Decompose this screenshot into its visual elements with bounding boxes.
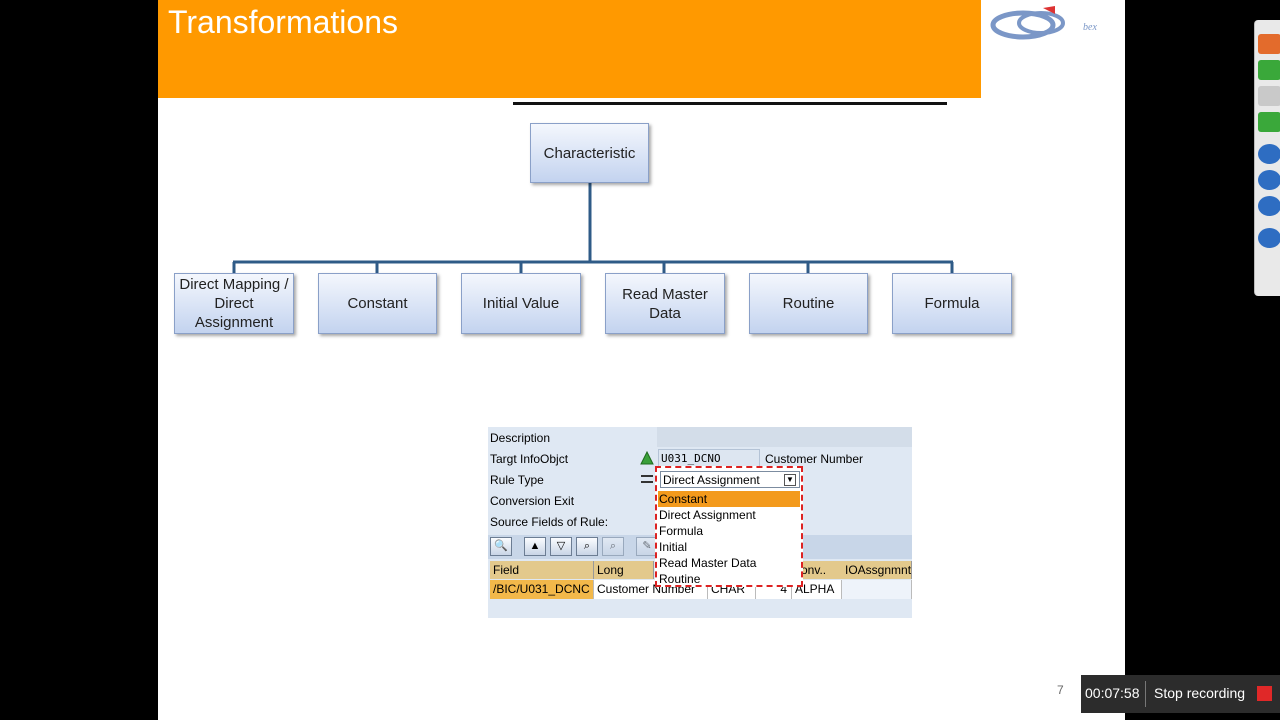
cell-conversion[interactable]: ALPHA bbox=[792, 580, 842, 599]
chevron-down-icon[interactable]: ▼ bbox=[784, 474, 796, 486]
page-number: 7 bbox=[1057, 683, 1064, 697]
rule-type-label: Rule Type bbox=[490, 473, 544, 487]
cursor-icon[interactable] bbox=[1258, 170, 1280, 190]
target-infoobject-label: Targt InfoObjct bbox=[490, 452, 569, 466]
child-direct-mapping: Direct Mapping / Direct Assignment bbox=[174, 273, 294, 334]
column-header-long-desc[interactable]: Long Desc bbox=[594, 561, 654, 595]
stop-icon[interactable] bbox=[1257, 686, 1272, 701]
root-characteristic-box: Characteristic bbox=[530, 123, 649, 183]
column-header-field[interactable]: Field bbox=[490, 561, 594, 579]
company-logo: bex bbox=[990, 6, 1097, 40]
sort-icon[interactable]: ▲ bbox=[524, 537, 546, 556]
cell-field[interactable]: /BIC/U031_DCNC bbox=[490, 580, 594, 599]
back-arrow-icon[interactable] bbox=[1258, 34, 1280, 54]
dropdown-option-formula[interactable]: Formula bbox=[659, 524, 704, 538]
child-initial-value: Initial Value bbox=[461, 273, 581, 334]
child-routine: Routine bbox=[749, 273, 868, 334]
tree-connectors bbox=[232, 182, 954, 273]
svg-text:bex: bex bbox=[1083, 22, 1097, 33]
child-formula: Formula bbox=[892, 273, 1012, 334]
rule-type-select[interactable]: Direct Assignment ▼ bbox=[660, 471, 800, 488]
description-label: Description bbox=[490, 431, 551, 445]
camera-icon[interactable] bbox=[1258, 86, 1280, 106]
dropdown-option-constant[interactable]: Constant bbox=[658, 491, 800, 507]
recording-divider bbox=[1145, 681, 1146, 707]
equals-icon bbox=[641, 475, 653, 483]
column-header-conv[interactable]: onv.. bbox=[798, 561, 848, 579]
stop-recording-button[interactable]: Stop recording bbox=[1154, 685, 1246, 701]
details-icon[interactable]: 🔍 bbox=[490, 537, 512, 556]
target-infoobject-text: Customer Number bbox=[765, 452, 864, 466]
rule-type-selected: Direct Assignment bbox=[663, 473, 760, 487]
recording-timer: 00:07:58 bbox=[1085, 685, 1140, 701]
screen-icon[interactable] bbox=[1258, 112, 1280, 132]
warning-icon[interactable] bbox=[640, 450, 654, 465]
dropdown-option-initial[interactable]: Initial bbox=[659, 540, 688, 554]
slide-title: Transformations bbox=[168, 4, 398, 40]
dropdown-option-read-master-data[interactable]: Read Master Data bbox=[659, 556, 757, 570]
find-next-icon[interactable]: ⌕ bbox=[602, 537, 624, 556]
target-infoobject-field[interactable]: U031_DCNO bbox=[658, 449, 760, 467]
filter-icon[interactable]: ▽ bbox=[550, 537, 572, 556]
title-bar: Transformations bbox=[158, 0, 981, 98]
conversion-exit-label: Conversion Exit bbox=[490, 494, 575, 508]
rule-type-dropdown[interactable]: Direct Assignment ▼ Constant Direct Assi… bbox=[655, 466, 803, 587]
microphone-icon[interactable] bbox=[1258, 60, 1280, 80]
dropdown-option-direct-assignment[interactable]: Direct Assignment bbox=[659, 508, 756, 522]
annotate-icon[interactable] bbox=[1258, 196, 1280, 216]
slide: Transformations bex Characteristic Direc… bbox=[158, 0, 1125, 720]
dropdown-option-routine[interactable]: Routine bbox=[659, 572, 701, 586]
column-header-ioassgnmnt[interactable]: IOAssgnmnt bbox=[842, 561, 912, 579]
recording-side-panel bbox=[1254, 20, 1280, 296]
pause-icon[interactable] bbox=[1258, 144, 1280, 164]
find-icon[interactable]: ⌕ bbox=[576, 537, 598, 556]
cell-ioassgnmnt[interactable] bbox=[842, 580, 912, 599]
pen-icon[interactable] bbox=[1258, 228, 1280, 248]
source-fields-label: Source Fields of Rule: bbox=[490, 515, 609, 529]
child-read-master-data: Read Master Data bbox=[605, 273, 725, 334]
child-constant: Constant bbox=[318, 273, 437, 334]
divider-line bbox=[513, 102, 947, 105]
recording-bar: 00:07:58 Stop recording bbox=[1081, 675, 1280, 713]
